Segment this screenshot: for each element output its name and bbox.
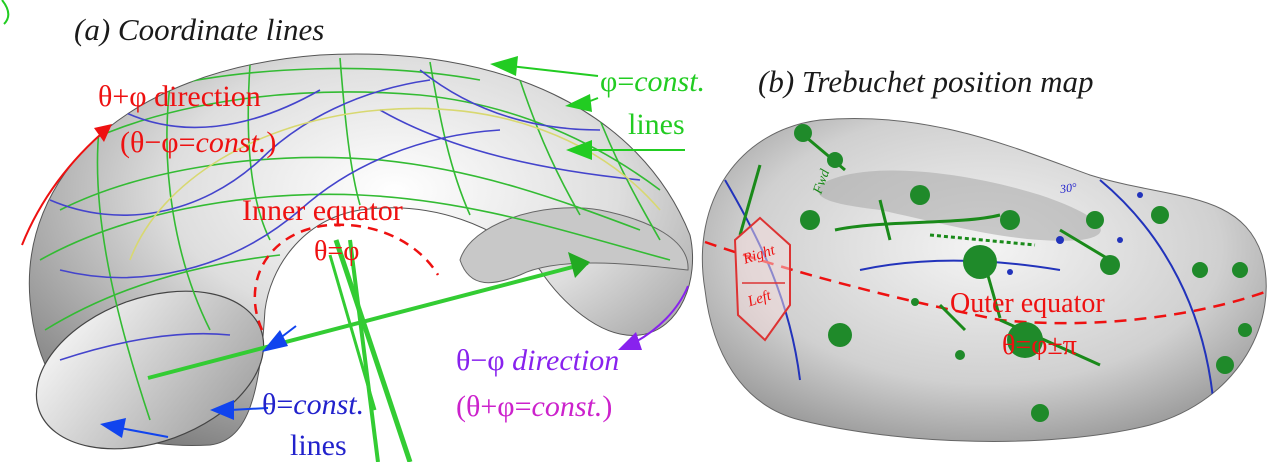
inner-equator-label: Inner equator bbox=[242, 196, 403, 226]
torus-b bbox=[702, 118, 1266, 441]
theta-plus-phi-direction-label: θ+φ direction bbox=[98, 82, 261, 112]
theta-minus-phi-const-label: (θ−φ=const.) bbox=[120, 128, 276, 158]
panel-a-title: (a) Coordinate lines bbox=[74, 14, 324, 45]
outer-equator-label: Outer equator bbox=[950, 290, 1105, 318]
theta-const-arrowhead-1 bbox=[262, 330, 288, 352]
phi-const-lines-word: lines bbox=[628, 110, 685, 140]
outer-equator-equation: θ=φ±π bbox=[1002, 332, 1077, 360]
theta-const-lines-word: lines bbox=[290, 431, 347, 461]
angle-marker-label: 30° bbox=[1059, 181, 1077, 195]
phi-const-label: φ=const. bbox=[600, 67, 705, 97]
corner-fragment bbox=[2, 0, 8, 24]
inner-equator-equation: θ=φ bbox=[314, 238, 359, 266]
phi-const-arrow-1 bbox=[510, 66, 598, 76]
theta-const-label: θ=const. bbox=[262, 390, 364, 420]
panel-b-title: (b) Trebuchet position map bbox=[758, 66, 1094, 97]
theta-minus-phi-direction-label: θ−φ direction bbox=[456, 346, 619, 376]
theta-plus-phi-const-label: (θ+φ=const.) bbox=[456, 392, 612, 422]
